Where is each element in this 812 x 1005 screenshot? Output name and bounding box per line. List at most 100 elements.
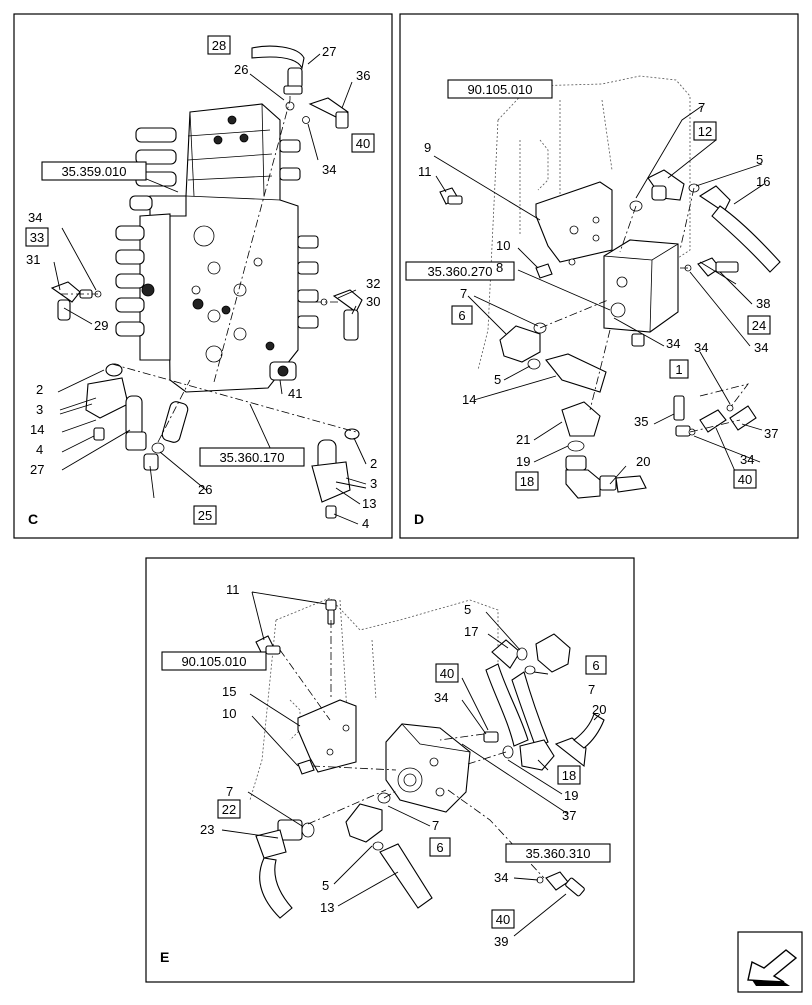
ref-box-d-1 (447, 79, 553, 99)
sensor-bracket-right (311, 428, 360, 519)
callout-c-28: 28 (212, 38, 226, 53)
sensor-bracket-left (85, 363, 159, 471)
hose-16 (698, 185, 781, 273)
fitting-6-e-top (535, 633, 571, 673)
nut-10 (535, 263, 553, 279)
ref-e-1: 90.105.010 (181, 654, 246, 669)
o-ring-19 (567, 440, 585, 452)
panel-e: E (145, 557, 635, 983)
callout-c-34-left: 34 (28, 210, 42, 225)
bracket-9 (535, 181, 613, 263)
callout-c-14: 14 (30, 422, 44, 437)
callout-c-36: 36 (356, 68, 370, 83)
control-valve-bank (115, 103, 319, 393)
fitting-30 (332, 289, 363, 341)
ref-d-2: 35.360.270 (427, 264, 492, 279)
callout-c-31: 31 (26, 252, 40, 267)
callout-e-11: 11 (226, 582, 240, 597)
panel-d-letter: D (414, 511, 424, 527)
fitting-18 (565, 455, 647, 499)
box-e-40-bottom (491, 909, 515, 929)
callout-d-16: 16 (756, 174, 770, 189)
box-e-6-bottom (429, 837, 451, 857)
callout-e-15: 15 (222, 684, 236, 699)
callout-d-37: 37 (764, 426, 778, 441)
bolt-11 (439, 187, 463, 205)
box-d-1 (669, 359, 689, 379)
callout-e-6-top: 6 (592, 658, 599, 673)
fitting-39 (536, 871, 585, 897)
callout-e-18: 18 (562, 768, 576, 783)
box-c-28 (207, 35, 231, 55)
callout-d-8: 8 (496, 260, 503, 275)
box-d-12 (693, 121, 717, 141)
callout-c-2-right: 2 (370, 456, 377, 471)
callout-c-41: 41 (288, 386, 302, 401)
callout-e-19: 19 (564, 788, 578, 803)
panel-e-frame (145, 557, 635, 983)
o-ring-5-e (516, 647, 528, 661)
callout-d-1: 1 (675, 362, 682, 377)
ref-box-c-2 (199, 447, 305, 467)
fitting-6-e-bottom (345, 792, 433, 909)
callout-e-5-top: 5 (464, 602, 471, 617)
callout-d-35: 35 (634, 414, 648, 429)
callout-e-13: 13 (320, 900, 334, 915)
arrow-icon[interactable] (737, 931, 803, 993)
callout-d-34-right: 34 (754, 340, 768, 355)
callout-d-7-top: 7 (698, 100, 705, 115)
sensor-170 (161, 401, 189, 443)
panel-c-letter: C (28, 511, 38, 527)
callout-c-26-bottom: 26 (198, 482, 212, 497)
callout-e-7-top: 7 (588, 682, 595, 697)
callout-d-6: 6 (458, 308, 465, 323)
callout-e-17: 17 (464, 624, 478, 639)
box-d-24 (747, 315, 771, 335)
box-e-6-top (585, 655, 607, 675)
o-ring-34-d3 (726, 404, 734, 412)
callout-c-3-right: 3 (370, 476, 377, 491)
ref-box-e-2 (505, 843, 611, 863)
callout-d-7-mid: 7 (460, 286, 467, 301)
panel-d: D (399, 13, 799, 539)
callout-e-20: 20 (592, 702, 606, 717)
callout-c-4-right: 4 (362, 516, 369, 531)
fitting-18-e (502, 713, 605, 771)
callout-d-20: 20 (636, 454, 650, 469)
callout-d-5-mid: 5 (494, 372, 501, 387)
fitting-31 (50, 281, 93, 321)
callout-d-19: 19 (516, 454, 530, 469)
ref-box-d-2 (405, 261, 515, 281)
callout-d-18: 18 (520, 474, 534, 489)
ref-c-1: 35.359.010 (61, 164, 126, 179)
o-ring-5-d (527, 358, 541, 370)
ref-d-1: 90.105.010 (467, 82, 532, 97)
panel-c: C (13, 13, 393, 539)
callout-d-24: 24 (752, 318, 766, 333)
callout-d-14: 14 (462, 392, 476, 407)
bolt-11-left (255, 635, 281, 655)
callout-e-23: 23 (200, 822, 214, 837)
callout-e-5-bottom: 5 (322, 878, 329, 893)
box-d-6 (451, 305, 473, 325)
o-ring-34-top (302, 116, 310, 124)
valve-block-e (385, 723, 471, 813)
callout-e-34-bottom: 34 (494, 870, 508, 885)
callout-e-10: 10 (222, 706, 236, 721)
callout-d-11: 11 (418, 164, 432, 179)
callout-e-37: 37 (562, 808, 576, 823)
fitting-36 (308, 97, 349, 129)
callout-d-40: 40 (738, 472, 752, 487)
ref-c-2: 35.360.170 (219, 450, 284, 465)
box-d-18 (515, 471, 539, 491)
callout-d-10: 10 (496, 238, 510, 253)
callout-d-9: 9 (424, 140, 431, 155)
callout-c-27-top: 27 (322, 44, 336, 59)
callout-c-27-bottom: 27 (30, 462, 44, 477)
panel-c-frame (13, 13, 393, 539)
callout-c-29: 29 (94, 318, 108, 333)
callout-e-6-bottom: 6 (436, 840, 443, 855)
callout-c-34-right: 34 (322, 162, 336, 177)
ref-box-c-1 (41, 161, 147, 181)
